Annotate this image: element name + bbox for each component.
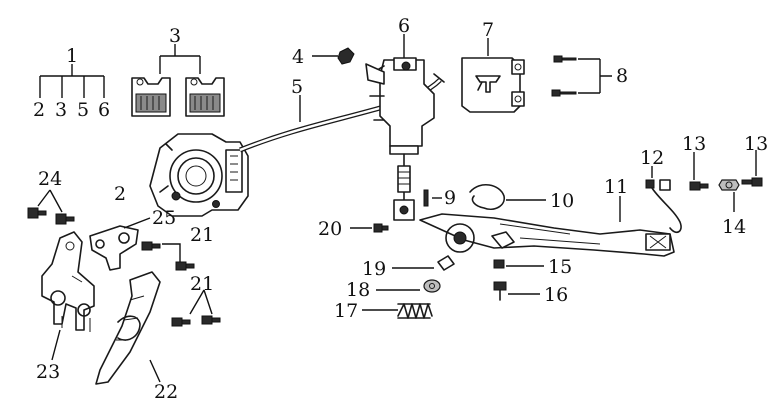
callout-13-b: 13 xyxy=(744,133,768,155)
screw-20 xyxy=(350,223,389,233)
spring-17 xyxy=(362,303,433,319)
callout-8: 8 xyxy=(616,65,628,87)
callout-1-sub-3: 3 xyxy=(55,99,67,121)
brand-emblem xyxy=(475,75,501,93)
callout-12: 12 xyxy=(640,147,664,169)
callout-6: 6 xyxy=(398,15,410,37)
brake-pedal xyxy=(419,196,675,257)
bracket-plate xyxy=(89,217,151,271)
callout-1: 1 xyxy=(66,45,78,67)
callout-10: 10 xyxy=(550,190,574,212)
callout-5: 5 xyxy=(291,76,303,98)
brake-pads xyxy=(131,44,225,117)
callout-14: 14 xyxy=(722,216,746,238)
bolts-21-lower xyxy=(171,289,221,327)
spring-10 xyxy=(469,184,546,211)
washer-18 xyxy=(376,279,441,293)
callout-labels: 1 2 3 5 6 3 2 4 5 6 7 8 9 10 11 12 13 13… xyxy=(33,15,768,403)
reservoir-cover xyxy=(461,38,525,113)
brake-caliper xyxy=(149,133,249,217)
callout-20: 20 xyxy=(318,218,342,240)
callout-11: 11 xyxy=(604,176,628,198)
callout-19: 19 xyxy=(362,258,386,280)
callout-21-upper: 21 xyxy=(190,224,214,246)
master-cylinder xyxy=(365,34,445,221)
callout-3: 3 xyxy=(169,25,181,47)
callout-21-lower: 21 xyxy=(190,273,214,295)
callout-25: 25 xyxy=(152,207,176,229)
callout-24: 24 xyxy=(38,168,62,190)
caliper-bracket xyxy=(41,231,95,361)
brake-switch xyxy=(645,166,682,234)
callout-4: 4 xyxy=(292,46,304,68)
disc-guard xyxy=(95,271,161,385)
callout-9: 9 xyxy=(444,187,456,209)
screws-8 xyxy=(551,55,612,97)
callout-17: 17 xyxy=(334,300,358,322)
callout-15: 15 xyxy=(548,256,572,278)
bolt-4 xyxy=(312,47,355,65)
pin-9 xyxy=(423,189,442,207)
callout-7: 7 xyxy=(482,19,494,41)
nut-14 xyxy=(718,179,740,212)
callout-18: 18 xyxy=(346,279,370,301)
bushing-19 xyxy=(392,255,455,271)
callout-1-sub-6: 6 xyxy=(98,99,110,121)
bolts-21-upper xyxy=(141,241,195,271)
callout-16: 16 xyxy=(544,284,568,306)
kit-tree-1 xyxy=(39,64,105,98)
bolt-16 xyxy=(493,281,540,301)
nut-15 xyxy=(493,259,544,269)
callout-2: 2 xyxy=(114,183,126,205)
bolts-24 xyxy=(27,189,75,225)
bolt-13-a xyxy=(689,152,709,191)
callout-23: 23 xyxy=(36,361,60,383)
callout-13-a: 13 xyxy=(682,133,706,155)
callout-1-sub-5: 5 xyxy=(77,99,89,121)
bolt-13-b xyxy=(741,150,763,187)
callout-1-sub-2: 2 xyxy=(33,99,45,121)
callout-22: 22 xyxy=(154,381,178,403)
